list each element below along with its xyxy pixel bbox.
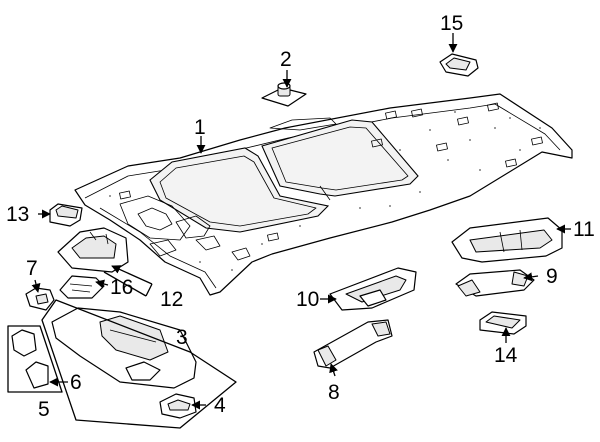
callout-2: 2 bbox=[280, 48, 292, 71]
bracket-part-7 bbox=[25, 287, 55, 311]
sun-visor-part-3 bbox=[41, 299, 237, 429]
overhead-console-part bbox=[57, 227, 129, 299]
leader-lines bbox=[31, 33, 571, 410]
callout-16: 16 bbox=[110, 276, 133, 299]
callout-13: 13 bbox=[6, 203, 29, 226]
callout-12: 12 bbox=[160, 288, 183, 311]
callout-10: 10 bbox=[296, 288, 319, 311]
callout-1: 1 bbox=[194, 116, 206, 139]
bracket-clip-part bbox=[261, 82, 307, 107]
callout-4: 4 bbox=[214, 394, 226, 417]
callout-14: 14 bbox=[494, 344, 518, 367]
part-9 bbox=[455, 269, 535, 297]
sun-visor-holder-kit-5 bbox=[7, 325, 63, 393]
callout-11: 11 bbox=[573, 218, 595, 241]
lamp-part-15 bbox=[439, 53, 479, 77]
grab-handle-part-8 bbox=[313, 319, 393, 369]
part-11 bbox=[451, 217, 563, 263]
callout-8: 8 bbox=[328, 381, 340, 404]
lamp-part-14 bbox=[479, 311, 527, 335]
visor-clip-part-4 bbox=[159, 393, 197, 419]
part-10 bbox=[329, 267, 417, 311]
callout-5: 5 bbox=[38, 398, 50, 421]
callout-6: 6 bbox=[70, 371, 82, 394]
callout-7: 7 bbox=[26, 257, 38, 280]
callout-labels: 1 2 3 4 5 6 7 8 9 10 11 12 13 14 15 16 bbox=[6, 12, 595, 421]
callout-9: 9 bbox=[546, 265, 558, 288]
callout-15: 15 bbox=[440, 12, 463, 35]
switch-part-13 bbox=[49, 203, 83, 227]
callout-3: 3 bbox=[176, 326, 188, 349]
headliner-panel bbox=[74, 93, 573, 296]
